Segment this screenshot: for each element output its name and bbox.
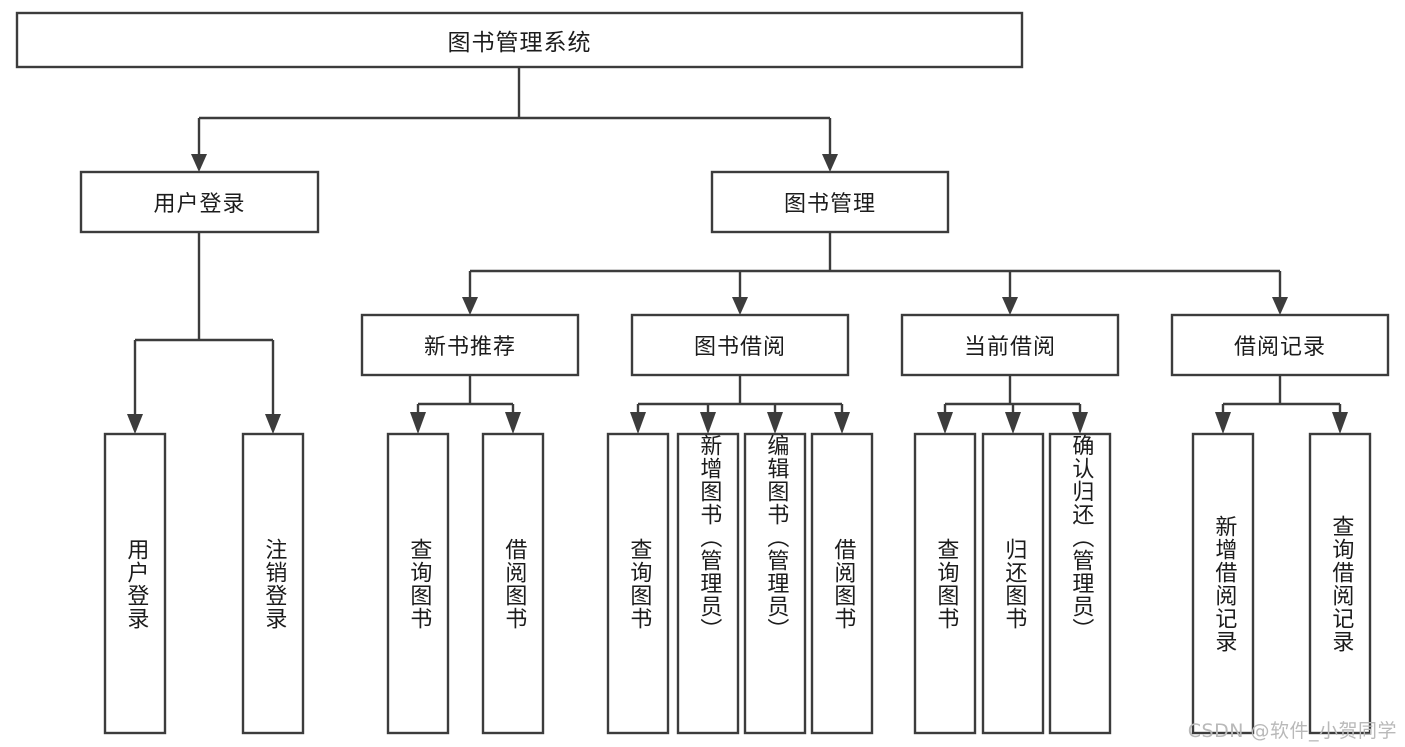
arrow-head-leaf-query-book-1 xyxy=(410,412,426,434)
connector-group-current-borrow xyxy=(937,375,1088,434)
leaf-box-query-book-3[interactable] xyxy=(913,432,977,735)
leaf-box-edit-book[interactable] xyxy=(743,432,807,735)
arrow-head-leaf-add-book xyxy=(700,412,716,434)
connector-group-user-login xyxy=(127,232,281,434)
leaf-box-user-login[interactable] xyxy=(103,432,167,735)
node-user-login-box[interactable] xyxy=(79,170,320,234)
connector-group-book-management xyxy=(462,232,1288,315)
arrow-head-leaf-add-record xyxy=(1215,412,1231,434)
leaf-box-add-book[interactable] xyxy=(676,432,740,735)
arrow-head-leaf-confirm-return xyxy=(1072,412,1088,434)
node-borrow-record-box[interactable] xyxy=(1170,313,1390,377)
leaf-box-return-book[interactable] xyxy=(981,432,1045,735)
arrow-head-book-borrow xyxy=(732,297,748,315)
arrow-head-new-book-recommend xyxy=(462,297,478,315)
arrow-head-leaf-query-record xyxy=(1332,412,1348,434)
node-new-book-recommend-box[interactable] xyxy=(360,313,580,377)
leaf-box-query-book-1[interactable] xyxy=(386,432,450,735)
node-book-management-box[interactable] xyxy=(710,170,950,234)
arrow-head-leaf-borrow-book-1 xyxy=(505,412,521,434)
arrow-head-current-borrow xyxy=(1002,297,1018,315)
arrow-head-book-management xyxy=(822,154,838,172)
leaf-box-query-record[interactable] xyxy=(1308,432,1372,735)
arrow-head-leaf-user-logout xyxy=(265,414,281,434)
leaf-box-borrow-book-2[interactable] xyxy=(810,432,874,735)
leaf-box-confirm-return[interactable] xyxy=(1048,432,1112,735)
arrow-head-user-login xyxy=(191,154,207,172)
arrow-head-leaf-return-book xyxy=(1005,412,1021,434)
connector-group-new-book-recommend xyxy=(410,375,521,434)
connector-group-root xyxy=(191,67,838,172)
node-book-borrow-box[interactable] xyxy=(630,313,850,377)
arrow-head-borrow-record xyxy=(1272,297,1288,315)
node-current-borrow-box[interactable] xyxy=(900,313,1120,377)
arrow-head-leaf-query-book-3 xyxy=(937,412,953,434)
arrow-head-leaf-query-book-2 xyxy=(630,412,646,434)
leaf-box-borrow-book-1[interactable] xyxy=(481,432,545,735)
arrow-head-leaf-edit-book xyxy=(767,412,783,434)
leaf-box-user-logout[interactable] xyxy=(241,432,305,735)
arrow-head-leaf-borrow-book-2 xyxy=(834,412,850,434)
connector-group-borrow-record xyxy=(1215,375,1348,434)
arrow-head-leaf-user-login xyxy=(127,414,143,434)
node-root-box[interactable] xyxy=(15,11,1024,69)
leaf-box-add-record[interactable] xyxy=(1191,432,1255,735)
leaf-box-query-book-2[interactable] xyxy=(606,432,670,735)
connector-group-book-borrow xyxy=(630,375,850,434)
